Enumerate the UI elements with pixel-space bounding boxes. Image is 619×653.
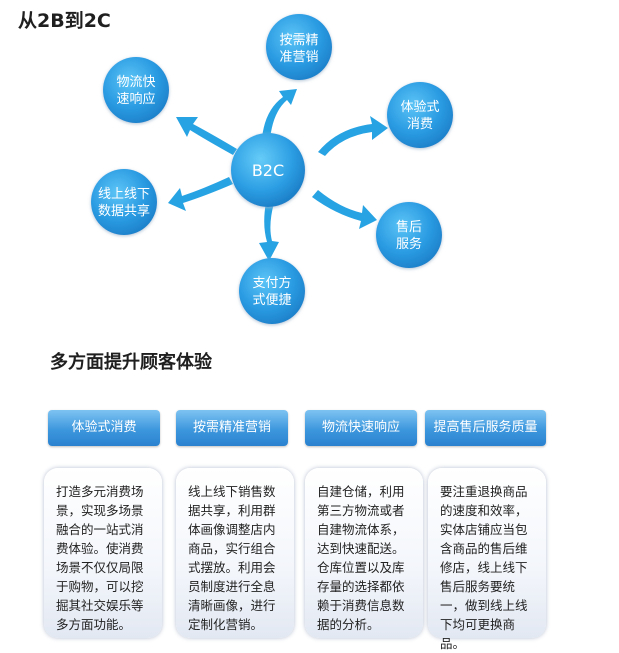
card-after-sales-quality: 要注重退换商品的速度和效率，实体店铺应当包含商品的售后维修店，线上线下售后服务要… — [428, 468, 546, 651]
hub-b2c-node: B2C — [231, 133, 305, 207]
section-title-customer-experience: 多方面提升顾客体验 — [50, 352, 212, 373]
tab-fast-logistics: 物流快速响应 — [305, 410, 417, 446]
node-label-line: 消费 — [407, 117, 433, 132]
arrows — [168, 89, 388, 261]
node-label-line: 准营销 — [279, 50, 318, 65]
node-precision-marketing: 按需精 准营销 — [266, 14, 332, 80]
card-experiential-consumption: 打造多元消费场景，实现多场景融合的一站式消费体验。使消费场景不仅仅局限于购物，可… — [44, 468, 162, 638]
arrow-to-node-2 — [176, 117, 237, 155]
node-after-sales: 售后 服务 — [376, 202, 442, 268]
arrow-to-node-1 — [262, 89, 297, 139]
arrow-to-node-3 — [318, 116, 388, 156]
arrow-to-node-5 — [312, 190, 377, 229]
node-label-line: 线上线下 — [98, 187, 150, 202]
node-label-line: 按需精 — [279, 33, 318, 48]
arrow-to-node-6 — [259, 202, 279, 261]
node-label-line: 体验式 — [400, 99, 439, 115]
node-data-sharing: 线上线下 数据共享 — [91, 169, 157, 235]
tab-precision-marketing: 按需精准营销 — [176, 410, 288, 446]
node-convenient-payment: 支付方 式便捷 — [239, 258, 305, 324]
node-label-line: 数据共享 — [98, 203, 150, 219]
node-label-line: 速响应 — [116, 91, 155, 107]
card-fast-logistics: 自建仓储，利用第三方物流或者自建物流体系，达到快速配送。仓库位置以及库存量的选择… — [305, 468, 423, 638]
hub-label: B2C — [252, 161, 284, 180]
node-label-line: 物流快 — [116, 75, 155, 90]
node-fast-logistics: 物流快 速响应 — [103, 57, 169, 123]
node-label-line: 支付方 — [252, 275, 291, 291]
tab-experiential-consumption: 体验式消费 — [48, 410, 160, 446]
card-precision-marketing: 线上线下销售数据共享，利用群体画像调整店内商品，实行组合式摆放。利用会员制度进行… — [176, 468, 294, 638]
node-label-line: 式便捷 — [252, 293, 291, 308]
node-label-line: 售后 — [396, 219, 422, 235]
tab-after-sales-quality: 提高售后服务质量 — [425, 410, 546, 446]
node-experiential-consumption: 体验式 消费 — [387, 82, 453, 148]
b2c-diagram: B2C 按需精 准营销 物流快 速响应 体验式 消费 线上线下 数据共享 售后 … — [91, 14, 453, 324]
section-title-2b-to-2c: 从2B到2C — [18, 10, 111, 32]
node-label-line: 服务 — [396, 236, 422, 252]
arrow-to-node-4 — [168, 177, 233, 211]
